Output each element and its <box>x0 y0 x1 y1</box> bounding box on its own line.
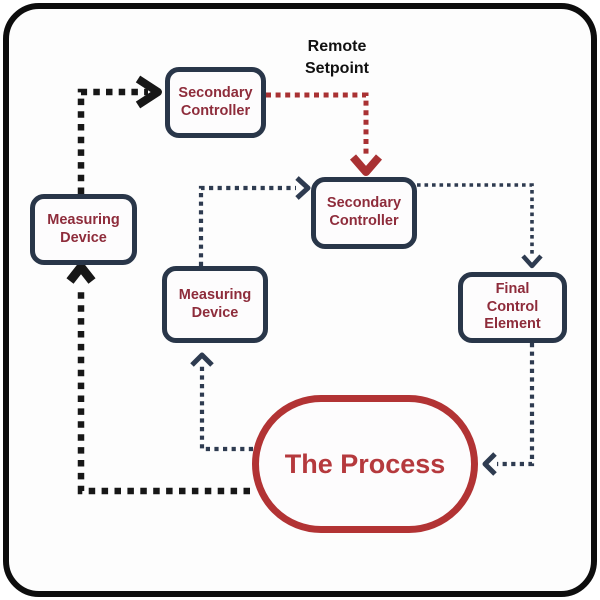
node-secondary-controller-top: Secondary Controller <box>165 67 266 138</box>
edge-measuring-inner-to-secondary-inner <box>198 185 296 266</box>
edge-measuring-inner-to-secondary-inner-arrowhead <box>295 176 311 200</box>
remote-setpoint-line2: Setpoint <box>305 59 369 77</box>
edge-measuring-left-to-secondary-top-arrowhead <box>135 75 162 109</box>
edge-process-to-measuring-inner-arrowhead <box>190 352 214 367</box>
node-measuring-device-left: Measuring Device <box>30 194 137 265</box>
edge-measuring-left-to-secondary-top <box>77 88 148 194</box>
node-label: Measuring Device <box>178 286 252 321</box>
node-the-process: The Process <box>252 395 478 533</box>
node-final-control-element: Final Control Element <box>458 272 567 343</box>
remote-setpoint-label: Remote Setpoint <box>282 36 392 79</box>
node-label: Measuring Device <box>47 211 120 246</box>
process-label: The Process <box>284 448 446 479</box>
node-label: Secondary Controller <box>326 195 402 229</box>
node-label: Final Control Element <box>484 280 541 333</box>
node-secondary-controller-inner: Secondary Controller <box>311 177 417 249</box>
edge-final-to-process-arrowhead <box>482 452 497 476</box>
remote-setpoint-line1: Remote <box>307 38 367 55</box>
node-label: Secondary Controller <box>178 84 253 119</box>
edge-remote-setpoint <box>266 92 369 158</box>
edge-process-to-measuring-left-arrowhead <box>66 262 96 284</box>
node-measuring-device-inner: Measuring Device <box>162 266 268 343</box>
edge-remote-setpoint-arrowhead <box>349 154 383 176</box>
edge-process-to-measuring-inner <box>199 366 253 452</box>
edge-secondary-inner-to-final-arrowhead <box>521 254 543 269</box>
edge-final-to-process <box>497 343 535 467</box>
edge-process-to-measuring-left <box>77 286 250 495</box>
edge-secondary-inner-to-final <box>417 183 534 254</box>
